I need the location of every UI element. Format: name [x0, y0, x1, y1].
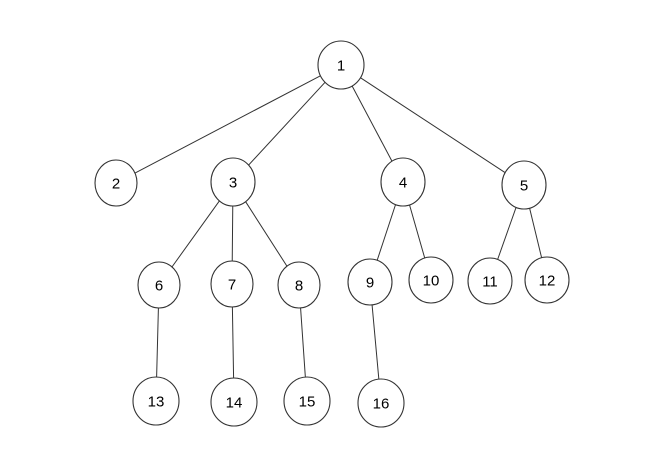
- edge-1-2: [133, 74, 322, 175]
- tree-node-3[interactable]: 3: [210, 157, 256, 207]
- tree-node-5[interactable]: 5: [501, 160, 547, 210]
- tree-node-12[interactable]: 12: [524, 256, 570, 304]
- tree-node-9[interactable]: 9: [347, 258, 393, 306]
- node-circle-16[interactable]: [357, 378, 405, 428]
- edge-3-7: [231, 204, 234, 263]
- edge-1-4: [351, 84, 393, 163]
- edge-5-11: [496, 205, 517, 261]
- edge-3-8: [244, 200, 288, 268]
- node-circle-1[interactable]: [317, 40, 365, 90]
- edge-7-14: [231, 305, 235, 380]
- node-circle-6[interactable]: [137, 261, 181, 309]
- tree-node-4[interactable]: 4: [380, 157, 426, 207]
- node-circle-3[interactable]: [210, 157, 256, 207]
- edge-3-6: [170, 199, 221, 269]
- node-circle-14[interactable]: [210, 377, 258, 427]
- node-circle-8[interactable]: [277, 261, 321, 309]
- edge-9-16: [371, 303, 380, 381]
- node-circle-9[interactable]: [347, 258, 393, 306]
- tree-node-2[interactable]: 2: [94, 159, 138, 207]
- node-circle-13[interactable]: [132, 376, 180, 426]
- node-circle-12[interactable]: [524, 256, 570, 304]
- tree-node-15[interactable]: 15: [283, 376, 331, 426]
- tree-node-1[interactable]: 1: [317, 40, 365, 90]
- edge-1-3: [247, 81, 327, 167]
- node-circle-10[interactable]: [408, 256, 454, 304]
- node-circle-7[interactable]: [210, 260, 254, 308]
- node-circle-11[interactable]: [467, 257, 513, 305]
- tree-node-11[interactable]: 11: [467, 257, 513, 305]
- edge-4-10: [408, 203, 426, 260]
- tree-node-8[interactable]: 8: [277, 261, 321, 309]
- edges-layer: [133, 74, 543, 381]
- node-circle-2[interactable]: [94, 159, 138, 207]
- edge-6-13: [156, 306, 159, 379]
- tree-node-6[interactable]: 6: [137, 261, 181, 309]
- edge-1-5: [359, 76, 507, 174]
- tree-node-7[interactable]: 7: [210, 260, 254, 308]
- node-circle-4[interactable]: [380, 157, 426, 207]
- node-circle-15[interactable]: [283, 376, 331, 426]
- edge-4-9: [376, 203, 397, 262]
- tree-node-14[interactable]: 14: [210, 377, 258, 427]
- edge-5-12: [528, 206, 543, 260]
- edge-8-15: [300, 306, 306, 379]
- tree-node-10[interactable]: 10: [408, 256, 454, 304]
- node-circle-5[interactable]: [501, 160, 547, 210]
- tree-node-13[interactable]: 13: [132, 376, 180, 426]
- tree-node-16[interactable]: 16: [357, 378, 405, 428]
